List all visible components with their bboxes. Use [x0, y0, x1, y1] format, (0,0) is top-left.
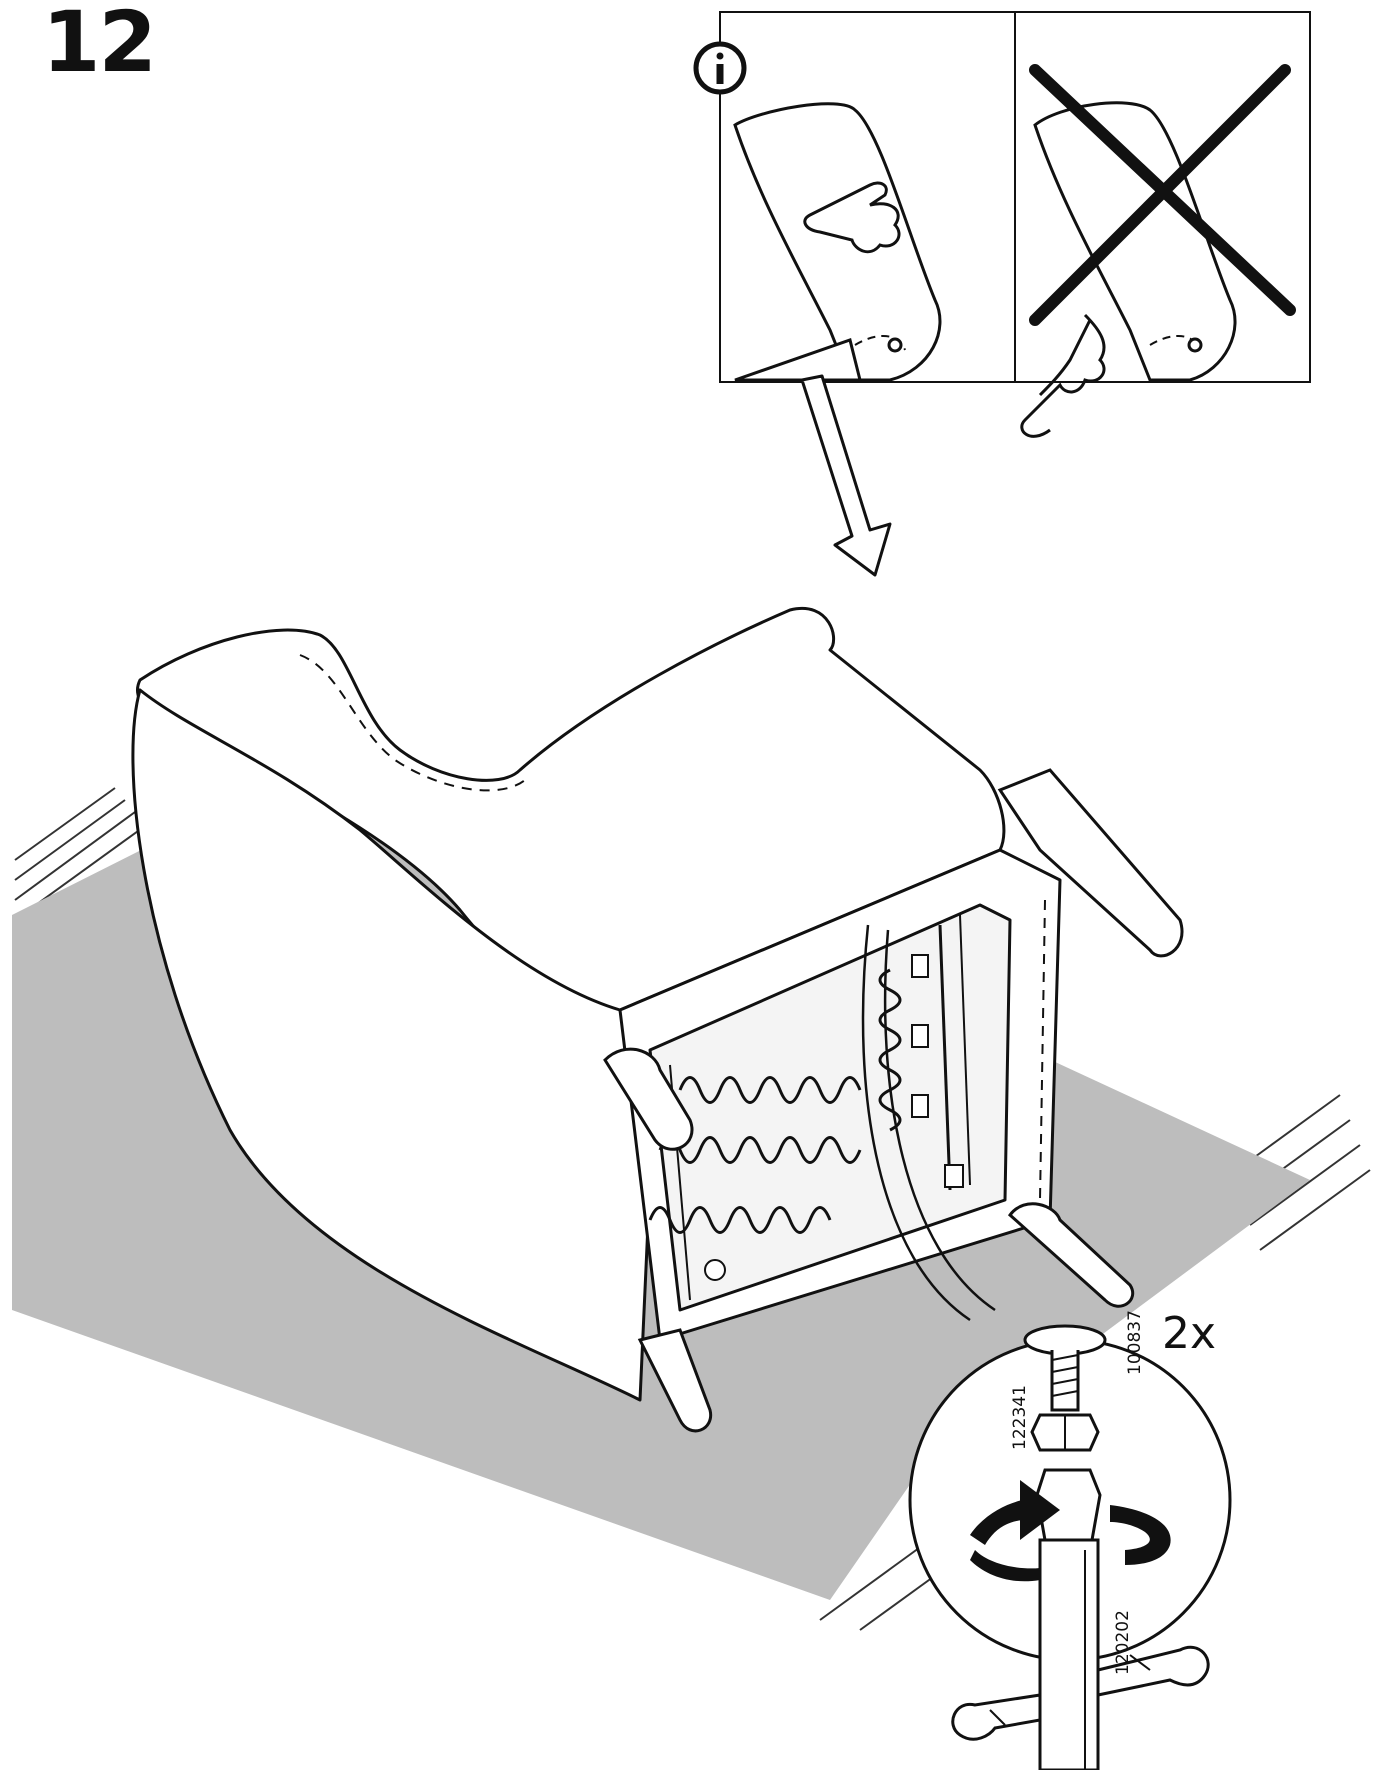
leg-front-left — [603, 1047, 694, 1151]
correct-grip — [733, 102, 942, 382]
part-id-nut: 122341 — [1010, 1385, 1030, 1450]
hand-icon-wrong — [1020, 313, 1106, 438]
leg-front-bottom — [637, 1328, 713, 1433]
spring-clips — [911, 954, 964, 1188]
callout-line — [861, 924, 971, 1322]
info-icon — [693, 41, 747, 95]
leg-top-right — [997, 768, 1184, 958]
cross-icon — [1029, 64, 1296, 326]
part-id-leg-tool: 120202 — [1113, 1610, 1133, 1675]
pointer-arrow — [800, 374, 892, 577]
armchair — [131, 606, 1062, 1402]
step-number: 12 — [42, 0, 157, 91]
detail-callout — [908, 1324, 1232, 1770]
nut — [1030, 1413, 1100, 1452]
chair-legs — [603, 768, 1184, 1433]
info-panel — [693, 11, 1311, 438]
washer-bolt — [1023, 1324, 1107, 1412]
hand-icon — [803, 181, 901, 254]
quantity-label: 2x — [1162, 1308, 1216, 1359]
seat-springs — [648, 968, 902, 1234]
frame-bolt — [704, 1259, 726, 1281]
leg-back-right — [1007, 1202, 1135, 1308]
leg-tool — [1035, 1468, 1102, 1770]
leg-tool-wings — [951, 1645, 1210, 1741]
part-id-washer: 100837 — [1125, 1310, 1145, 1375]
rotate-arrow-icon — [970, 1480, 1171, 1582]
incorrect-grip — [1020, 101, 1237, 438]
